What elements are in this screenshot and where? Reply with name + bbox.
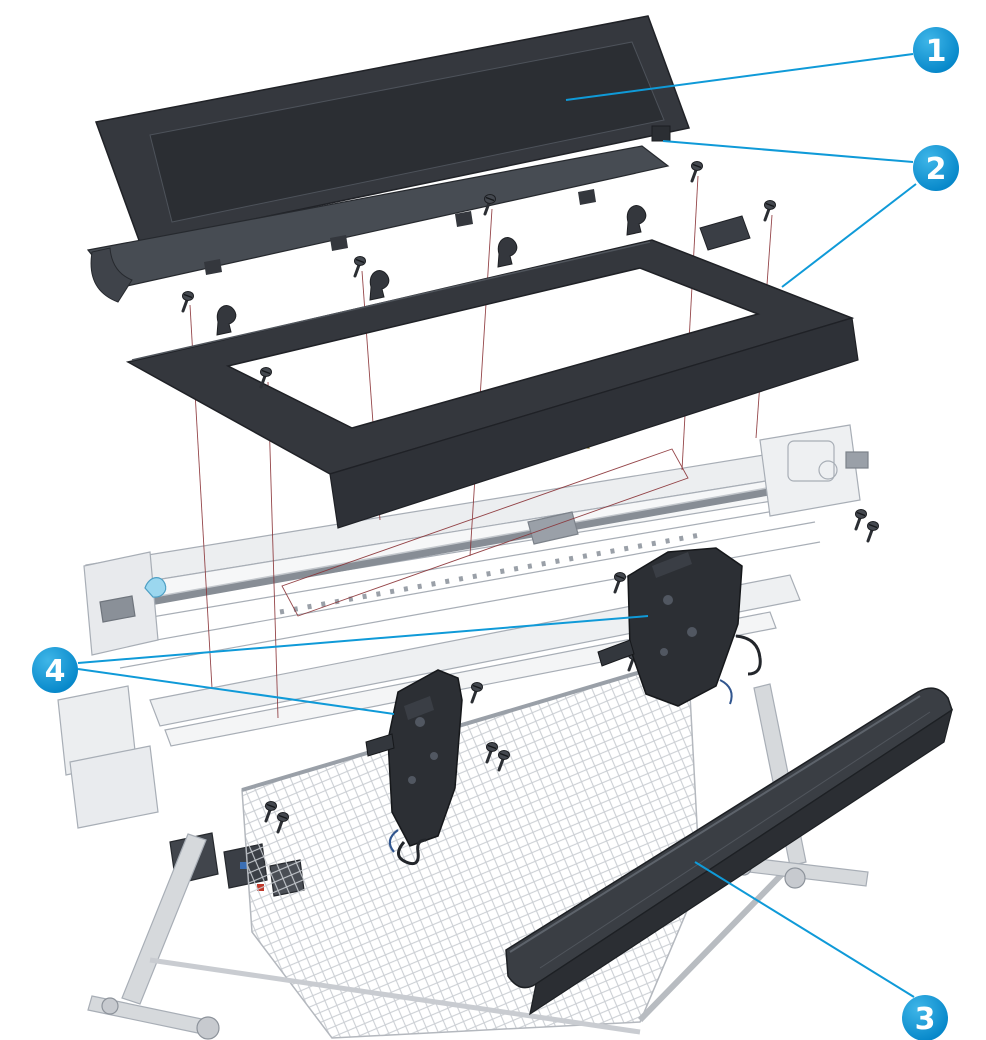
left-bracket-cable [397,838,427,866]
right-bracket-plate [627,547,743,707]
frame-hook-3 [497,237,518,268]
callout-3-number: 3 [915,1002,936,1037]
right-caster-wheel [784,867,806,889]
left-bracket-flange [404,696,434,720]
trim-panel-lower-face [529,708,953,1016]
top-cover-part [86,15,691,303]
right-bracket-flange [652,552,692,578]
right-mechanism-housing [759,424,861,517]
callout-4-badge: 4 [32,647,78,693]
cross-bar [149,957,641,1035]
left-caster-wheel [196,1016,220,1040]
right-mechanism-module [845,451,869,469]
right-bracket-part [597,547,762,707]
cover-tab-1 [204,259,222,275]
left-mechanism-module [99,595,136,623]
cover-frame-part [125,205,859,529]
callout-4-number: 4 [45,654,66,689]
screw-icon [690,160,704,183]
left-bracket-hole-1 [415,717,425,727]
cover-left-corner [90,247,133,303]
right-bracket-blue-wire [719,679,733,705]
datum-marks-row [279,532,701,615]
screw-icon [613,571,627,594]
spindle-hub [818,460,838,480]
ink-station-lower [69,745,159,829]
carriage-block [527,511,579,545]
leader-line-4b [77,615,649,664]
right-bracket-cable [735,634,762,676]
callout-1-number: 1 [926,34,947,69]
cover-right-clip [651,125,671,142]
left-leg [121,833,207,1005]
callout-2-number: 2 [926,152,947,187]
rear-trim-panel-part [505,687,953,1016]
callout-2-circle [913,145,959,191]
blue-lever [144,577,167,598]
screw-icon [181,290,195,313]
trim-panel-top-highlight [509,695,921,953]
right-bracket-hole-1 [663,595,673,605]
printer-body [57,424,869,1040]
basket-side-bar [637,865,791,1023]
leader-line-1 [565,53,914,101]
frame-hook-2 [369,270,390,301]
cover-inner-panel [149,41,665,223]
cover-tab-3 [455,211,473,227]
carriage-rail-highlight [149,485,781,599]
right-bracket-arm [597,639,635,667]
left-bracket-arm [365,733,395,757]
frame-corner-bracket [699,215,751,251]
screw-icon [470,681,484,704]
left-rear-wheel [101,997,119,1015]
screw-icon [854,508,868,531]
platen-line-2 [111,521,816,649]
left-bracket-hole-3 [408,776,416,784]
callout-3-circle [902,995,948,1040]
screw-icon [866,520,880,543]
left-bracket-blue-wire [388,829,399,853]
right-bracket-hole-3 [660,648,668,656]
callout-4-circle [32,647,78,693]
left-bracket-hole-2 [430,752,438,760]
frame-top-edge-highlight [131,241,651,361]
alignment-box [281,448,689,617]
trim-panel-bend-line [539,711,931,969]
callout-1-badge: 1 [913,27,959,73]
carriage-rail [149,486,781,606]
cover-tab-2 [330,235,348,251]
screw-icon [763,199,777,222]
frame-front-wall [329,317,859,529]
frame-hook-4 [626,205,647,236]
screw-icon [259,366,273,389]
blue-accent-part [240,862,247,869]
alignment-line-5 [681,175,699,471]
right-bracket-hole-2 [687,627,697,637]
basket-top-bar [241,656,689,792]
platen-line-1 [104,504,811,626]
cover-tab-4 [578,189,596,205]
left-bracket-part [365,669,463,866]
right-mechanism-plate [787,440,835,482]
leader-line-4a [77,668,395,715]
leader-line-2b [781,183,917,288]
alignment-line-4 [469,208,493,557]
callout-1-circle [913,27,959,73]
leader-lines [77,53,917,998]
leader-line-3 [694,861,915,998]
callout-3-badge: 3 [902,995,948,1040]
frame-hook-1 [216,305,237,336]
screw-icon [353,255,367,278]
callout-2-badge: 2 [913,145,959,191]
leader-line-2a [662,140,914,163]
